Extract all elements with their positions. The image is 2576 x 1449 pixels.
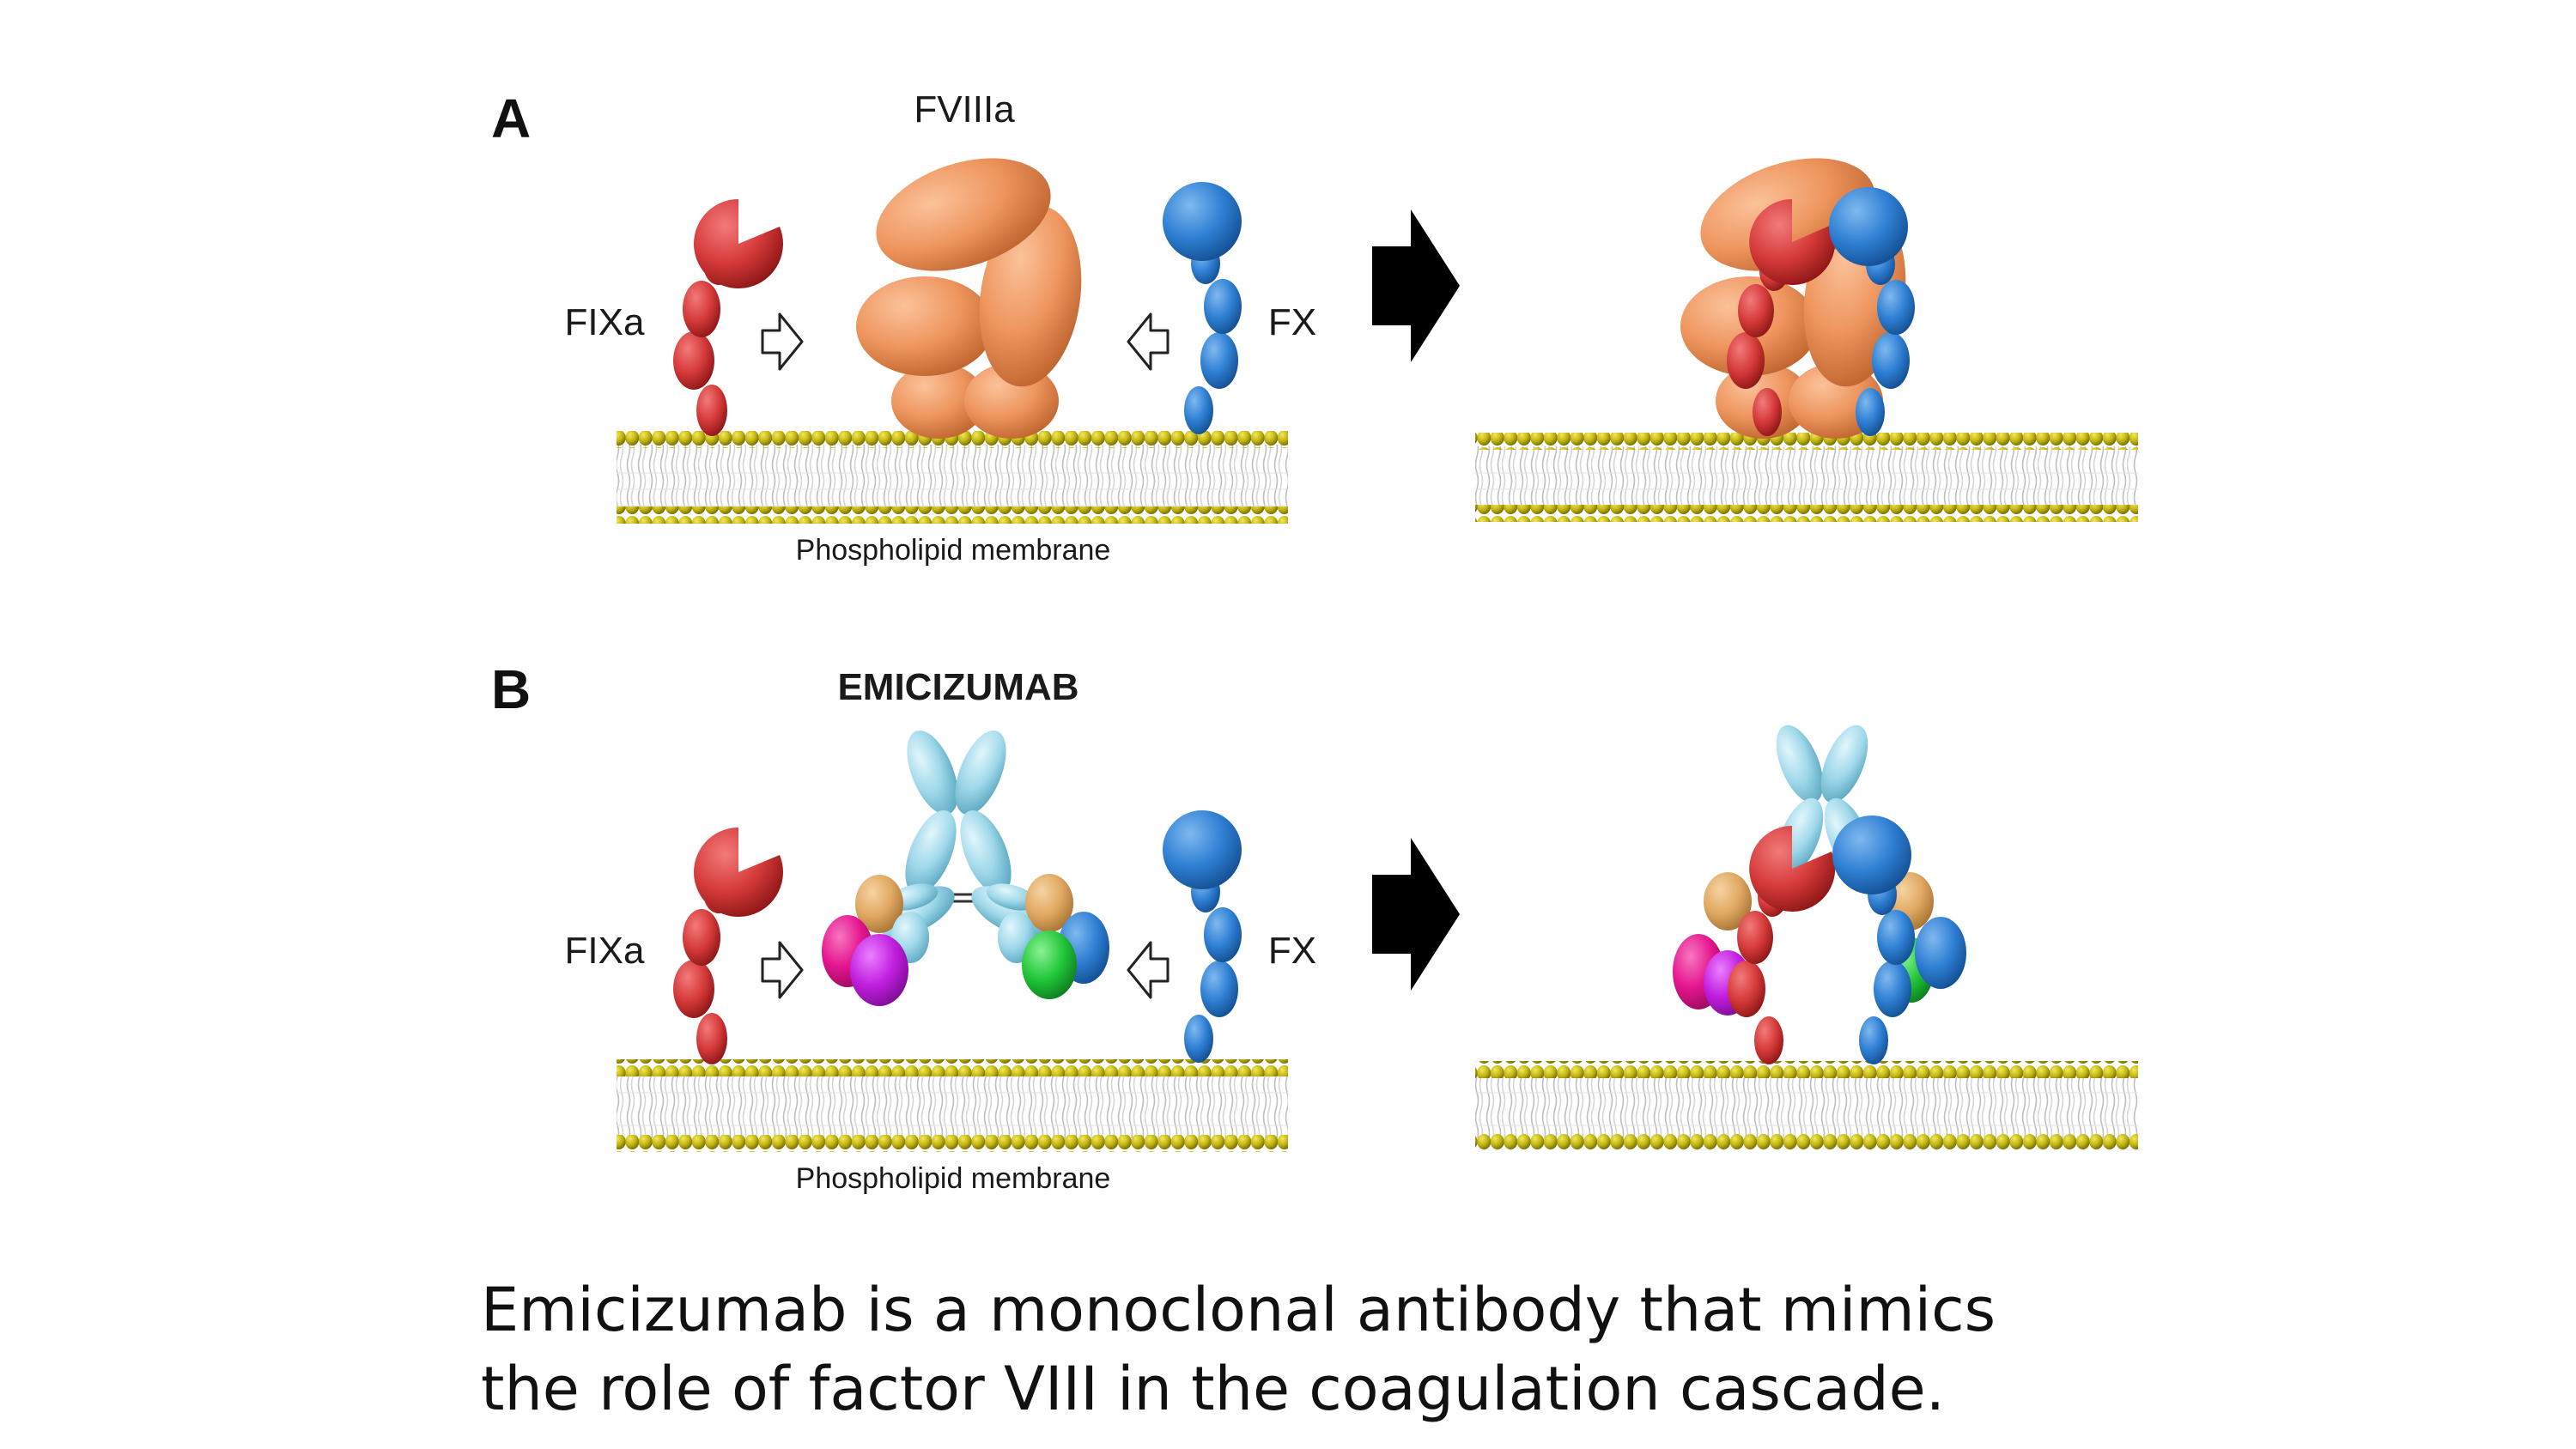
fx-label-b: FX xyxy=(1268,930,1316,972)
open-arrow-left-icon xyxy=(1127,312,1170,371)
open-arrow-right-icon xyxy=(761,312,804,371)
fixa-molecule-a xyxy=(673,199,784,436)
panel-a-letter: A xyxy=(491,88,531,149)
fx-bound-b xyxy=(1832,815,1915,1064)
fixa-bound-b xyxy=(1728,826,1836,1064)
caption: Emicizumab is a monoclonal antibody that… xyxy=(481,1270,2198,1428)
phospholipid-membrane-a-right xyxy=(1475,433,2138,522)
fviiia-molecule xyxy=(856,158,1082,439)
panel-a: A FVIIIa FIXa FX Phospholipid membrane xyxy=(491,88,2138,567)
membrane-label-a: Phospholipid membrane xyxy=(796,534,1111,567)
fixa-label-b: FIXa xyxy=(565,930,645,972)
open-arrow-right-icon-b xyxy=(761,941,804,999)
reaction-arrow-icon-a xyxy=(1372,209,1460,362)
fviiia-complex xyxy=(1680,158,1906,439)
emicizumab-antibody xyxy=(822,730,1109,1006)
fixa-molecule-b xyxy=(673,828,784,1064)
fx-molecule-b xyxy=(1163,810,1242,1063)
panel-b: B EMICIZUMAB FIXa FX Phospholipid membra… xyxy=(491,658,2138,1195)
emicizumab-label: EMICIZUMAB xyxy=(837,666,1078,708)
fx-molecule-a xyxy=(1163,182,1242,434)
fx-label-a: FX xyxy=(1268,301,1316,343)
fixa-bound-a xyxy=(1727,199,1836,436)
open-arrow-left-icon-b xyxy=(1127,941,1170,999)
fx-bound-a xyxy=(1829,187,1915,436)
fviiia-label: FVIIIa xyxy=(914,88,1015,130)
phospholipid-membrane-b-left xyxy=(617,1059,1288,1152)
phospholipid-membrane-b-right xyxy=(1475,1061,2138,1150)
fixa-label-a: FIXa xyxy=(565,301,645,343)
reaction-arrow-icon-b xyxy=(1372,838,1460,991)
caption-line-1: Emicizumab is a monoclonal antibody that… xyxy=(481,1275,1996,1345)
membrane-label-b: Phospholipid membrane xyxy=(796,1162,1111,1195)
phospholipid-membrane-a-left xyxy=(617,431,1288,524)
caption-line-2: the role of factor VIII in the coagulati… xyxy=(481,1354,1945,1424)
panel-b-letter: B xyxy=(491,658,531,720)
